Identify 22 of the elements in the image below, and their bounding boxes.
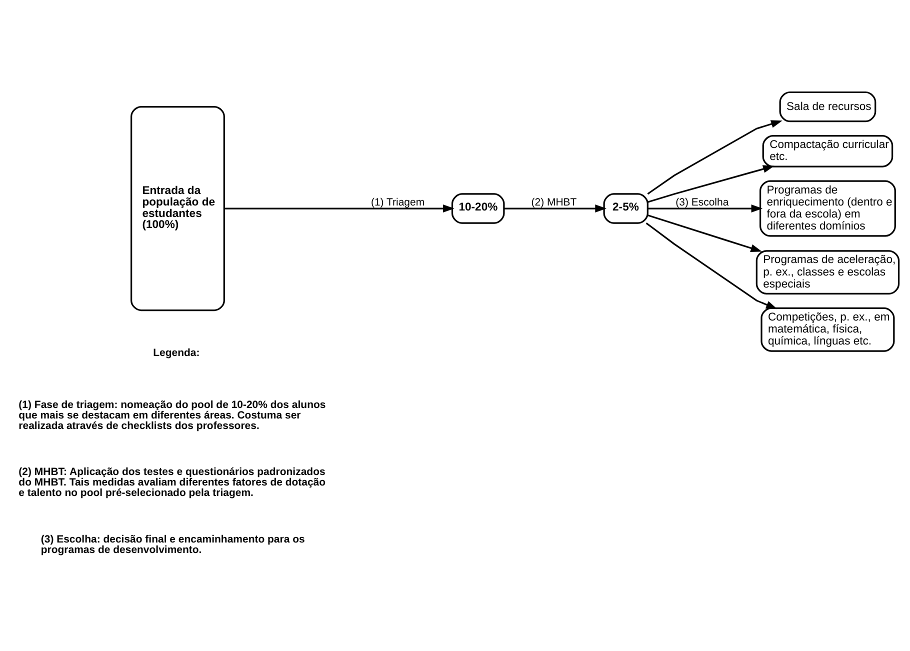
node-box: Programas de enriquecimento (dentro e fora da escola) em diferentes domínios <box>759 180 896 236</box>
label: (3) Escolha: decisão final e encaminhamento para os programas de desenvolvimento. <box>40 534 304 556</box>
node-box: 10-20% <box>450 192 504 224</box>
node-box: Competições, p. ex., em matemática, física, química, línguas etc. <box>760 306 894 352</box>
node-box: Entrada da população de estudantes (100%) <box>130 105 224 311</box>
arrow <box>646 214 762 252</box>
edge-label: (1) Triagem <box>370 197 424 208</box>
label: (1) Fase de triagem: nomeação do pool de 10-20% dos alunos que mais se destacam em diferentes áreas. Costuma ser realizada através de checklists dos professores. <box>18 399 326 432</box>
arrow <box>224 204 454 212</box>
edge-label: (3) Escolha <box>675 197 728 208</box>
label: (2) MHBT: Aplicação dos testes e questionários padronizados do MHBT. Tais medidas avaliam diferentes fatores de dotação e talento no pool pré-selecionado pela triagem. <box>18 466 326 498</box>
node-box: Sala de recursos <box>778 90 876 122</box>
node-box: Programas de aceleração, p. ex., classes e escolas especiais <box>755 250 900 294</box>
arrow <box>647 204 762 212</box>
arrow <box>504 204 606 212</box>
arrow <box>646 120 782 194</box>
edge-label: (2) MHBT <box>530 197 576 208</box>
label: Legenda: <box>152 347 200 358</box>
arrow <box>646 164 774 202</box>
node-box: Compactação curricular etc. <box>762 134 893 167</box>
arrow <box>645 222 777 309</box>
node-box: 2-5% <box>602 192 648 224</box>
